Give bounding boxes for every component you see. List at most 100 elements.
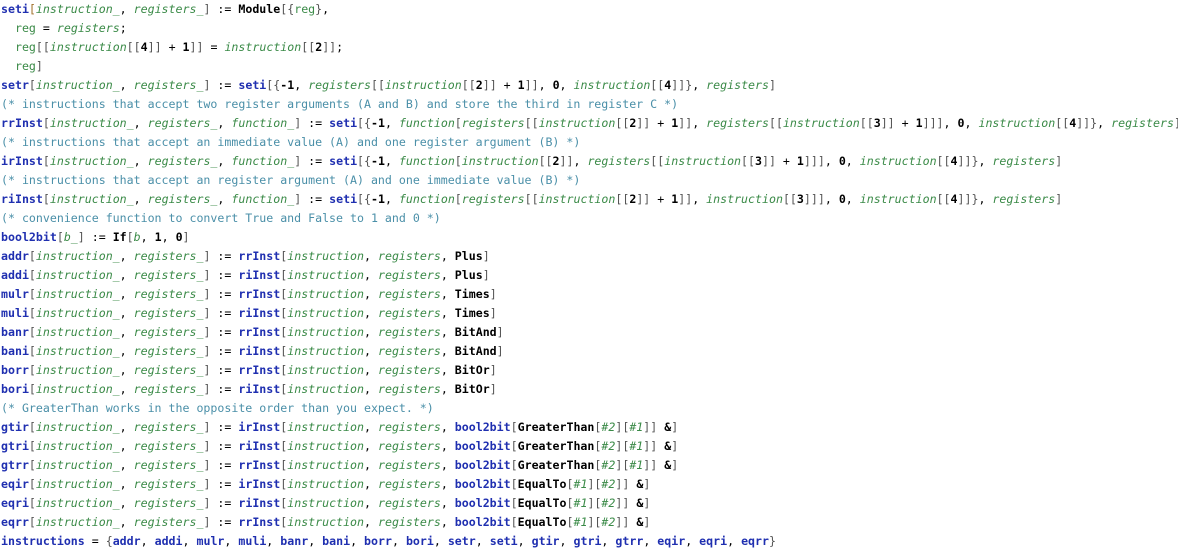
code-line[interactable]: setr[instruction_, registers_] := seti[{… — [1, 76, 1178, 95]
code-line[interactable]: (* convenience function to convert True … — [1, 209, 1178, 228]
code-line[interactable]: reg[[instruction[[4]] + 1]] = instructio… — [1, 38, 1178, 57]
pattern-variable: instruction — [664, 154, 742, 168]
builtin-symbol: & — [657, 439, 672, 453]
pattern-variable: instruction — [287, 515, 365, 529]
number-literal: 2 — [629, 116, 637, 130]
number-literal: 2 — [475, 78, 483, 92]
code-line[interactable]: addi[instruction_, registers_] := riInst… — [1, 266, 1178, 285]
bracket: ]] — [643, 420, 658, 434]
code-line[interactable]: (* instructions that accept an register … — [1, 171, 1178, 190]
operator: , — [364, 287, 378, 301]
operator: , — [119, 249, 134, 263]
pattern-variable: registers_ — [133, 420, 204, 434]
bracket: [[ — [371, 78, 385, 92]
operator: , — [364, 458, 378, 472]
bracket: [[ — [615, 116, 630, 130]
operator: := — [210, 439, 239, 453]
operator: := — [210, 496, 239, 510]
bracket: ]] — [643, 439, 658, 453]
pattern-variable: registers — [56, 21, 120, 35]
bracket: ] — [671, 439, 679, 453]
pattern-variable: instruction_ — [35, 458, 120, 472]
bracket: [ — [510, 477, 518, 491]
code-line[interactable]: borr[instruction_, registers_] := rrInst… — [1, 361, 1178, 380]
number-literal: 1 — [671, 116, 679, 130]
code-line[interactable]: bool2bit[b_] := If[b, 1, 0] — [1, 228, 1178, 247]
code-line[interactable]: eqri[instruction_, registers_] := riInst… — [1, 494, 1178, 513]
operator: , — [573, 154, 588, 168]
operator: , — [440, 287, 455, 301]
bracket: [{ — [357, 154, 372, 168]
operator: ; — [336, 40, 344, 54]
operator: , — [824, 192, 839, 206]
code-line[interactable]: seti[instruction_, registers_] := Module… — [1, 0, 1178, 19]
pattern-variable: function_ — [231, 154, 295, 168]
code-line[interactable]: gtrr[instruction_, registers_] := rrInst… — [1, 456, 1178, 475]
code-line[interactable]: mulr[instruction_, registers_] := rrInst… — [1, 285, 1178, 304]
bracket: [ — [510, 420, 518, 434]
pattern-variable: instruction — [538, 192, 616, 206]
code-line[interactable]: instructions = {addr, addi, mulr, muli, … — [1, 532, 1178, 551]
code-line[interactable]: eqrr[instruction_, registers_] := rrInst… — [1, 513, 1178, 532]
bracket: [ — [280, 420, 288, 434]
code-line[interactable]: rrInst[instruction_, registers_, functio… — [1, 114, 1178, 133]
pattern-variable: registers_ — [133, 496, 204, 510]
pattern-variable: registers — [377, 325, 441, 339]
builtin-symbol: If — [112, 230, 127, 244]
bracket: [ — [454, 116, 462, 130]
symbol: setr — [447, 534, 476, 548]
bracket: ] — [203, 477, 211, 491]
bracket: [[ — [615, 192, 630, 206]
bracket: [[ — [1055, 116, 1070, 130]
builtin-symbol: EqualTo — [517, 515, 567, 529]
number-literal: 2 — [629, 192, 637, 206]
pattern-variable: instruction — [782, 116, 860, 130]
operator: := — [210, 306, 239, 320]
symbol: bool2bit — [1, 230, 57, 244]
operator: , — [384, 154, 399, 168]
operator: , — [119, 439, 134, 453]
code-line[interactable]: muli[instruction_, registers_] := riInst… — [1, 304, 1178, 323]
pattern-variable: instruction_ — [35, 515, 120, 529]
bracket: [[ — [524, 192, 539, 206]
number-literal: 3 — [755, 154, 762, 168]
bracket: [ — [280, 458, 288, 472]
code-line[interactable]: eqir[instruction_, registers_] := irInst… — [1, 475, 1178, 494]
operator: , — [308, 534, 323, 548]
comment: (* instructions that accept an immediate… — [1, 135, 581, 149]
code-line[interactable]: gtri[instruction_, registers_] := riInst… — [1, 437, 1178, 456]
code-line[interactable]: bori[instruction_, registers_] := riInst… — [1, 380, 1178, 399]
bracket: ]]] — [803, 154, 825, 168]
pattern-variable: instruction_ — [35, 325, 120, 339]
bracket: [{ — [357, 192, 372, 206]
operator: , — [294, 78, 309, 92]
code-line[interactable]: reg = registers; — [1, 19, 1178, 38]
symbol: rrInst — [1, 116, 43, 130]
code-line[interactable]: (* instructions that accept two register… — [1, 95, 1178, 114]
operator: , — [161, 230, 176, 244]
operator: , — [119, 306, 134, 320]
code-line[interactable]: (* instructions that accept an immediate… — [1, 133, 1178, 152]
symbol: bani — [1, 344, 29, 358]
operator: , — [727, 534, 742, 548]
code-line[interactable]: riInst[instruction_, registers_, functio… — [1, 190, 1178, 209]
code-line[interactable]: irInst[instruction_, registers_, functio… — [1, 152, 1178, 171]
number-literal: -1 — [371, 116, 385, 130]
code-line[interactable]: gtir[instruction_, registers_] := irInst… — [1, 418, 1178, 437]
code-line[interactable]: reg] — [1, 57, 1178, 76]
bracket: [[ — [538, 154, 553, 168]
operator: , — [119, 287, 134, 301]
code-line[interactable]: addr[instruction_, registers_] := rrInst… — [1, 247, 1178, 266]
number-literal: 4 — [1069, 116, 1077, 130]
code-line[interactable]: bani[instruction_, registers_] := riInst… — [1, 342, 1178, 361]
builtin-symbol: BitOr — [454, 382, 490, 396]
bracket: ] — [769, 78, 776, 92]
code-line[interactable]: banr[instruction_, registers_] := rrInst… — [1, 323, 1178, 342]
operator: , — [517, 534, 532, 548]
pattern-variable: registers — [377, 496, 441, 510]
code-line[interactable]: (* GreaterThan works in the opposite ord… — [1, 399, 1178, 418]
bracket: ] — [203, 344, 211, 358]
bracket: ]] — [482, 78, 497, 92]
symbol: muli — [238, 534, 267, 548]
